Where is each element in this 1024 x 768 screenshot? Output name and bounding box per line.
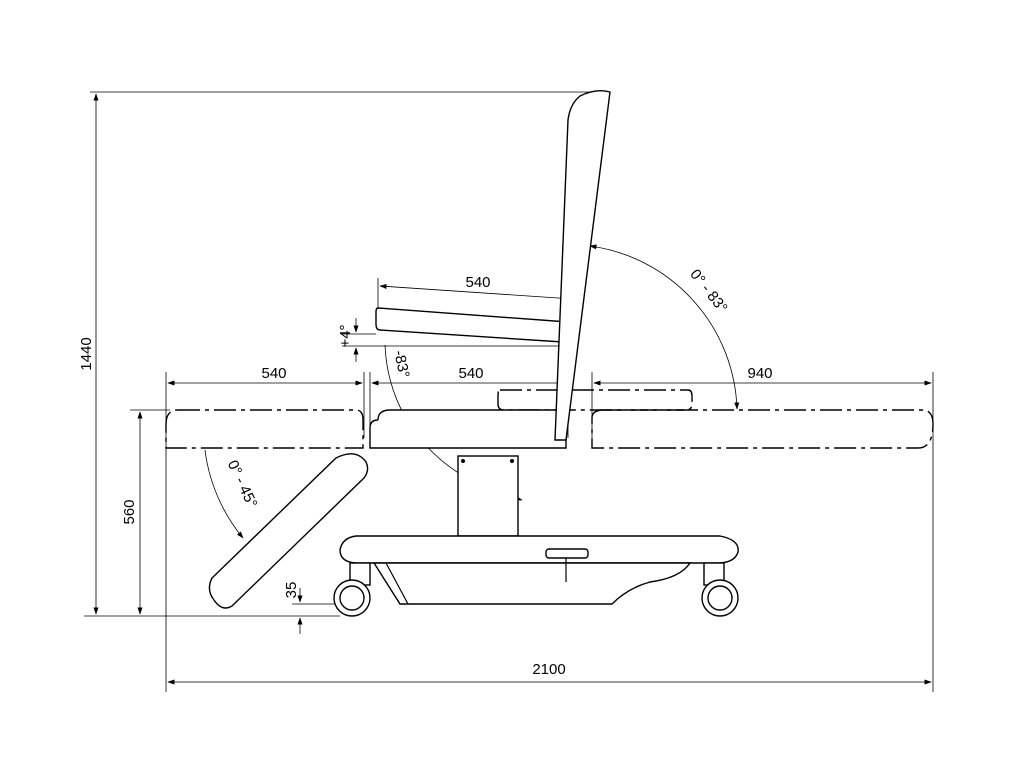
dim-seat-height: 560 (121, 499, 138, 524)
chair-body (208, 89, 739, 617)
dim-total-length: 2100 (532, 661, 565, 678)
flat-position-outline (165, 389, 934, 449)
seat-section (369, 409, 567, 449)
leg-rest (208, 453, 369, 609)
dim-leg-section: 540 (261, 365, 286, 382)
seat-cushion (375, 307, 574, 343)
base-lower (372, 562, 692, 605)
extension-lines (84, 91, 934, 692)
angle-back-range: 0° - 83° (686, 266, 730, 316)
wheel-left (333, 562, 371, 617)
angle-leg-range: 0° - 45° (224, 458, 261, 511)
backrest (554, 89, 611, 441)
dimension-lines (93, 93, 932, 685)
dim-back-flat: 940 (747, 365, 772, 382)
lift-column (457, 455, 519, 537)
dim-seat-cushion: 540 (465, 274, 490, 291)
dim-seat-section: 540 (458, 365, 483, 382)
wheel-right (701, 562, 739, 617)
dim-total-height: 1440 (78, 337, 95, 370)
dim-wheel-clearance: 35 (283, 582, 300, 599)
angle-back-negative: -83° (390, 349, 412, 380)
foot-pedal (545, 548, 589, 559)
base-frame (339, 535, 739, 564)
angle-seat-tilt: +4° (337, 324, 354, 347)
